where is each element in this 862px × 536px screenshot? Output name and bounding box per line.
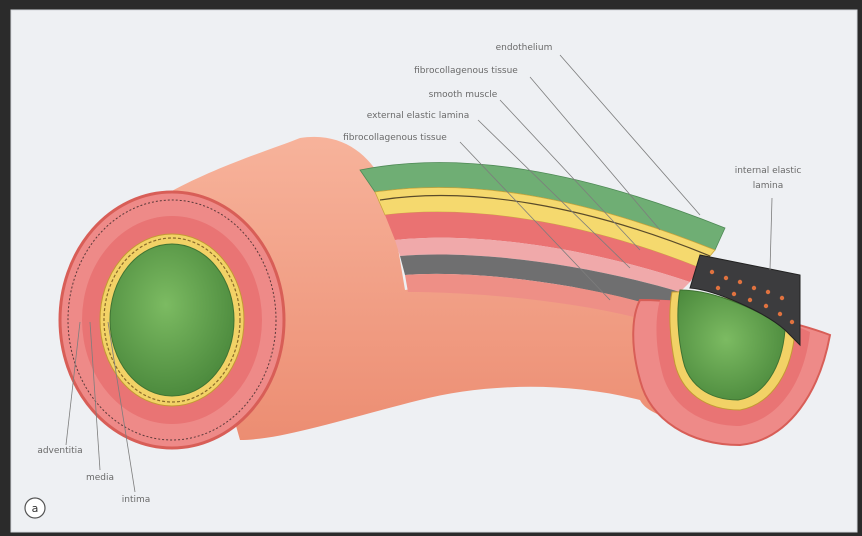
label-fibrocollagenous-inner: fibrocollagenous tissue	[414, 66, 518, 76]
left-lumen	[110, 244, 234, 396]
label-external-elastic-lamina: external elastic lamina	[367, 111, 469, 121]
label-fibrocollagenous-outer: fibrocollagenous tissue	[343, 133, 447, 143]
panel-letter: a	[32, 502, 39, 515]
label-internal-elastic-line1: internal elastic	[735, 166, 802, 176]
label-smooth-muscle: smooth muscle	[429, 90, 498, 100]
label-intima: intima	[122, 495, 151, 505]
label-endothelium: endothelium	[496, 43, 553, 53]
label-adventitia: adventitia	[37, 446, 82, 456]
label-media: media	[86, 473, 114, 483]
left-cross-section	[60, 192, 284, 448]
label-internal-elastic-line2: lamina	[753, 181, 784, 191]
